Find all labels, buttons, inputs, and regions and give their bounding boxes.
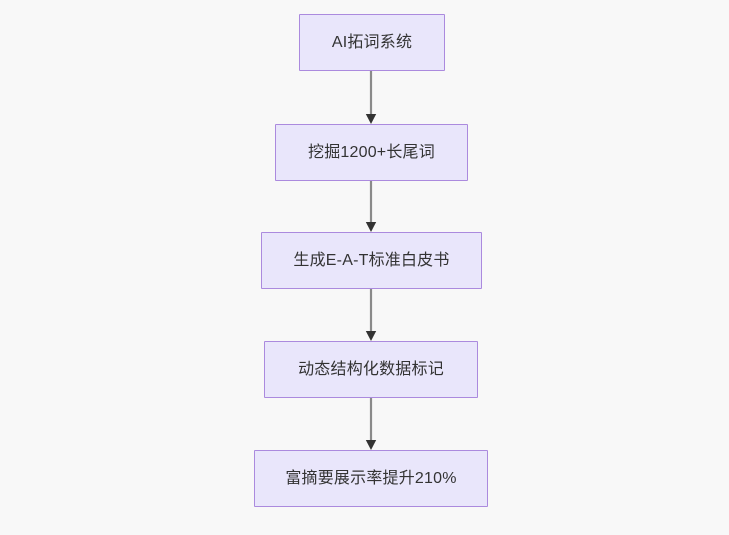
arrow-down-icon (365, 71, 377, 124)
flow-connector-1 (363, 71, 379, 124)
flow-node-label: 动态结构化数据标记 (298, 360, 444, 378)
flow-node-label: 生成E-A-T标准白皮书 (293, 251, 450, 269)
flow-node-rich-snippet-impression-lift[interactable]: 富摘要展示率提升210% (254, 450, 488, 507)
flow-connector-4 (363, 398, 379, 450)
flow-node-ai-keyword-system[interactable]: AI拓词系统 (299, 14, 445, 71)
flow-connector-3 (363, 289, 379, 341)
flow-node-label: AI拓词系统 (331, 33, 413, 51)
arrow-down-icon (365, 181, 377, 232)
flow-node-label: 富摘要展示率提升210% (285, 469, 457, 487)
arrow-down-icon (365, 398, 377, 450)
flow-node-mine-longtail-keywords[interactable]: 挖掘1200+长尾词 (275, 124, 468, 181)
arrow-down-icon (365, 289, 377, 341)
flow-node-label: 挖掘1200+长尾词 (308, 143, 435, 161)
flow-node-generate-eat-whitepaper[interactable]: 生成E-A-T标准白皮书 (261, 232, 482, 289)
flow-node-dynamic-structured-data-markup[interactable]: 动态结构化数据标记 (264, 341, 478, 398)
flow-connector-2 (363, 181, 379, 232)
